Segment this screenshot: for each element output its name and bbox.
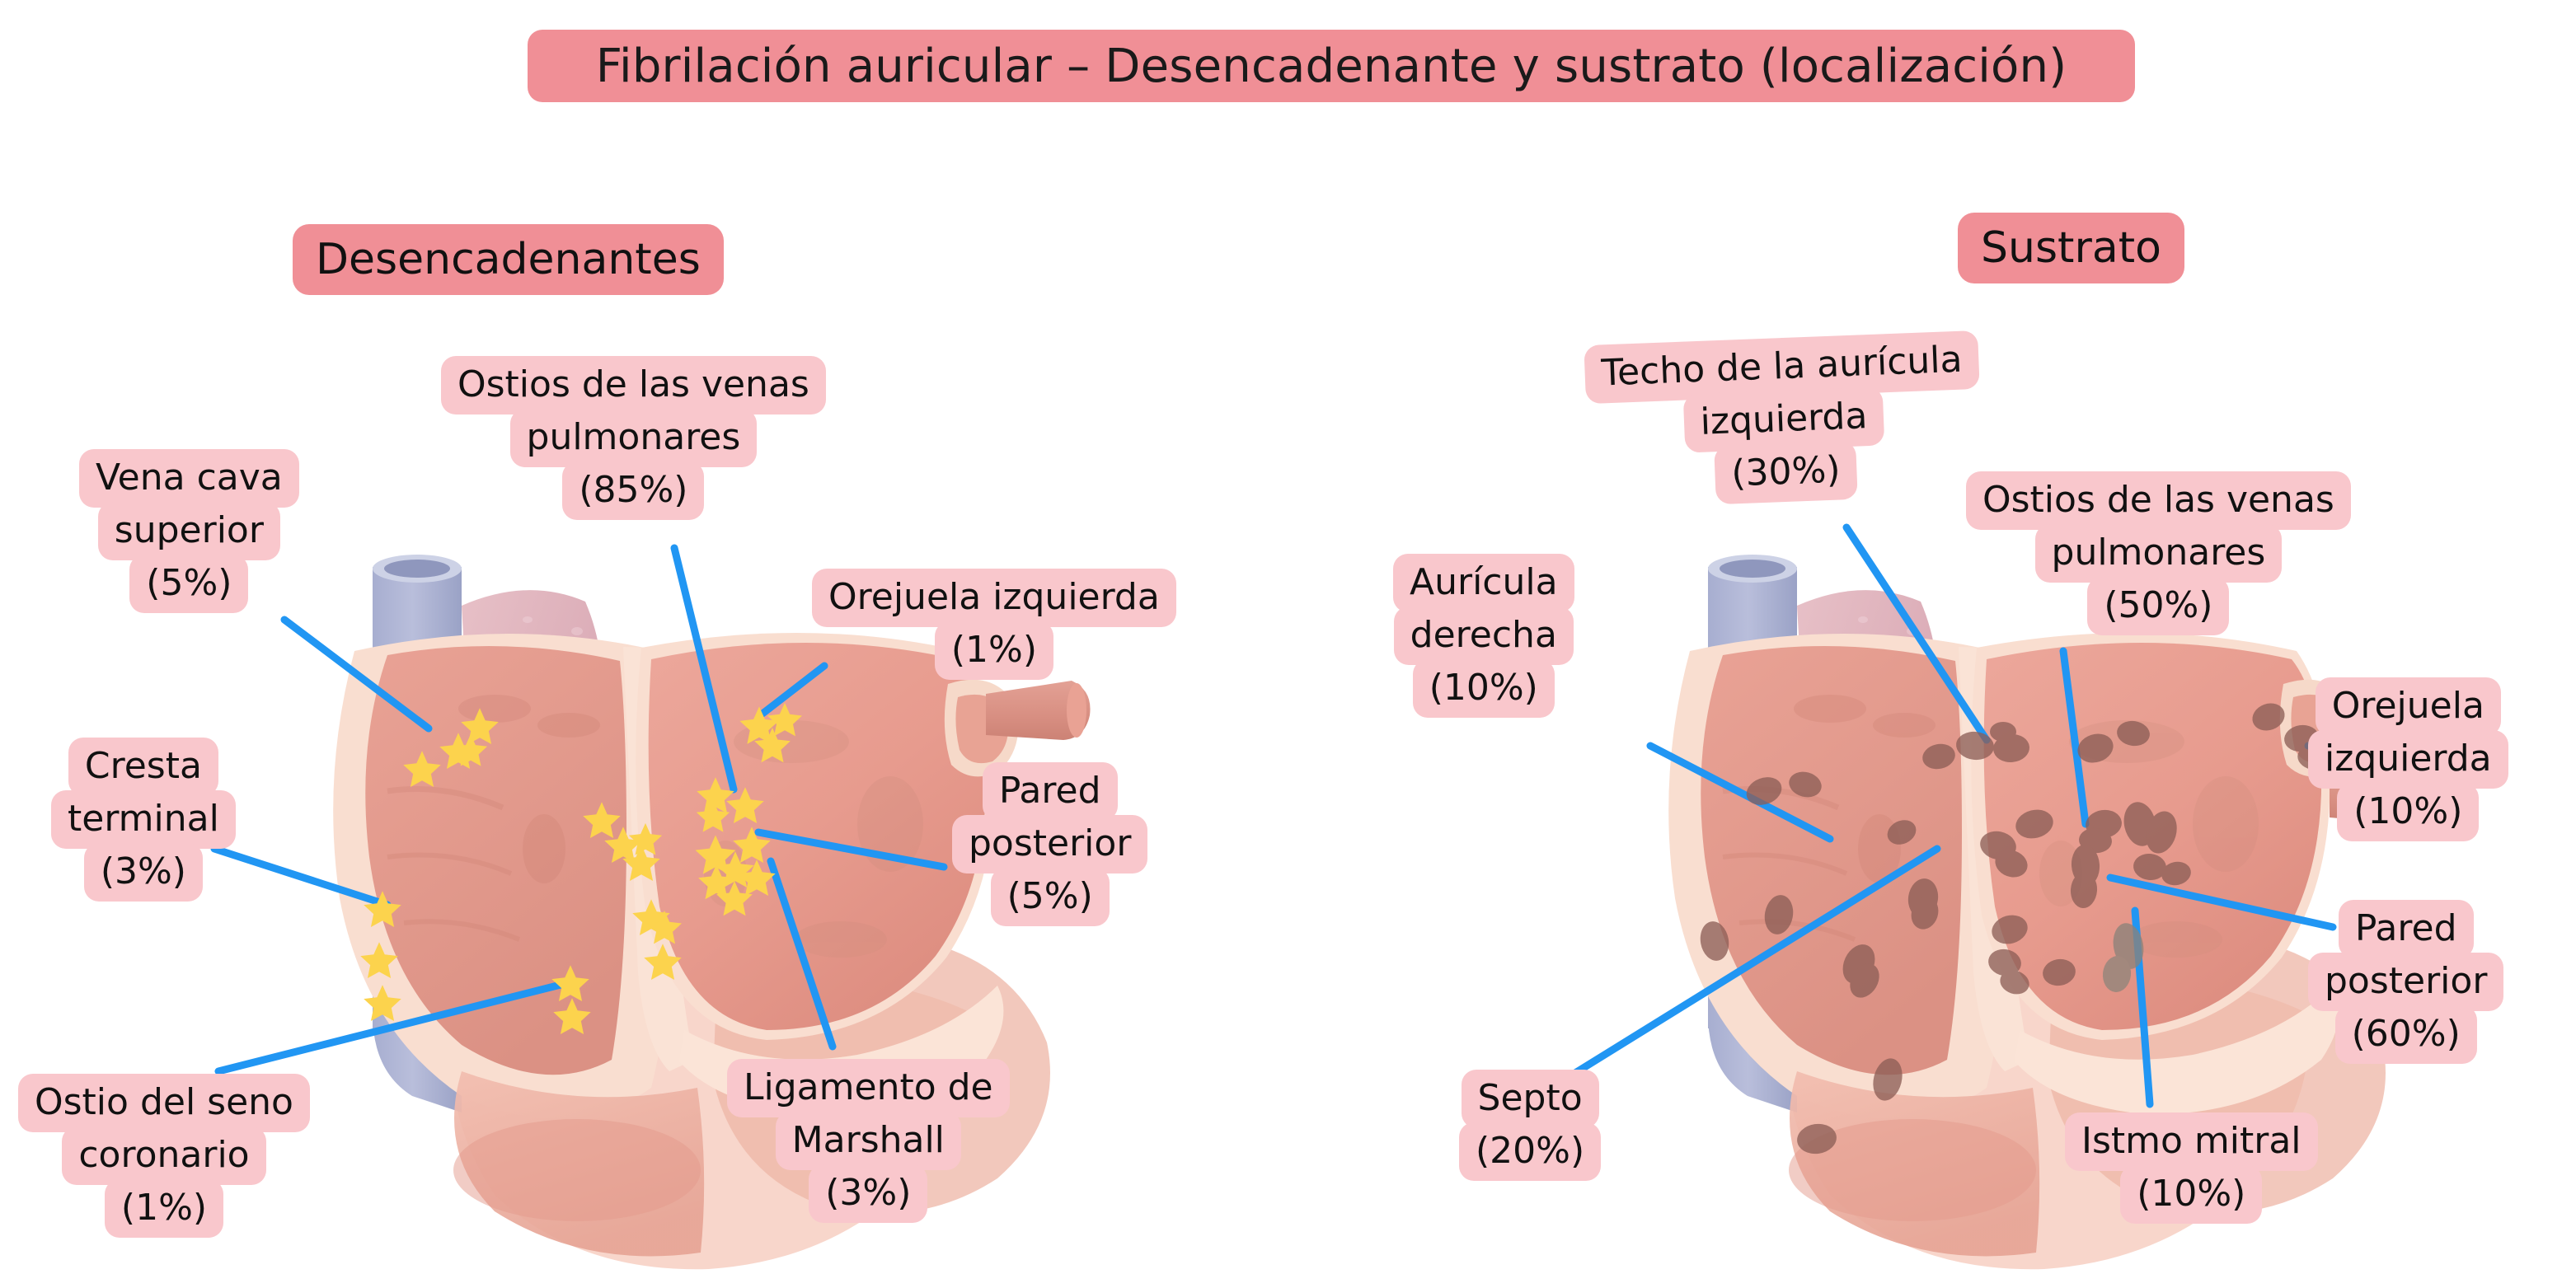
label-pared-posterior-triggers-line1: Pared	[982, 762, 1118, 821]
label-auricula-derecha-line2: derecha	[1393, 607, 1574, 665]
section-header-triggers-label: Desencadenantes	[316, 235, 701, 284]
label-pared-posterior-triggers[interactable]: Pared posterior (5%)	[952, 762, 1148, 926]
connector-techo-auricula-izquierda	[1842, 523, 1991, 744]
label-vena-cava-superior-line3: (5%)	[129, 555, 249, 613]
label-ostios-venas-pulmonares-triggers-line1: Ostios de las venas	[441, 356, 826, 415]
label-septo-line2: (20%)	[1459, 1122, 1602, 1181]
label-ligamento-de-marshall-line2: Marshall	[775, 1112, 961, 1170]
label-orejuela-izquierda-triggers[interactable]: Orejuela izquierda (1%)	[812, 569, 1176, 680]
label-auricula-derecha-line1: Aurícula	[1393, 554, 1574, 612]
label-ostio-seno-coronario-line1: Ostio del seno	[18, 1074, 310, 1132]
label-cresta-terminal-line2: terminal	[51, 790, 236, 849]
label-ostios-venas-pulmonares-substrate-line3: (50%)	[2087, 577, 2230, 635]
label-septo[interactable]: Septo (20%)	[1459, 1070, 1602, 1181]
label-pared-posterior-substrate-line1: Pared	[2338, 900, 2474, 958]
connector-pared-posterior-right	[2106, 873, 2337, 931]
label-orejuela-izquierda-substrate[interactable]: Orejuela izquierda (10%)	[2308, 677, 2508, 841]
section-header-substrate-label: Sustrato	[1981, 223, 2161, 273]
label-ostios-venas-pulmonares-triggers[interactable]: Ostios de las venas pulmonares (85%)	[441, 356, 826, 520]
label-auricula-derecha[interactable]: Aurícula derecha (10%)	[1393, 554, 1574, 718]
trigger-stars	[360, 703, 802, 1035]
label-orejuela-izquierda-triggers-line2: (1%)	[934, 621, 1053, 680]
label-ligamento-de-marshall[interactable]: Ligamento de Marshall (3%)	[727, 1059, 1010, 1223]
label-orejuela-izquierda-substrate-line2: izquierda	[2308, 730, 2508, 789]
label-ostios-venas-pulmonares-triggers-line2: pulmonares	[509, 409, 758, 467]
label-vena-cava-superior-line2: superior	[97, 502, 280, 560]
label-techo-auricula-izquierda[interactable]: Techo de la aurícula izquierda (30%)	[1584, 330, 1983, 509]
heart-right	[1668, 555, 2433, 1270]
label-cresta-terminal-line3: (3%)	[83, 843, 203, 902]
connector-ligamento-marshall	[767, 857, 837, 1051]
page-title: Fibrilación auricular – Desencadenante y…	[528, 30, 2135, 102]
connector-ostios-venas-pulmonares-right	[2059, 647, 2090, 828]
label-ostios-venas-pulmonares-substrate[interactable]: Ostios de las venas pulmonares (50%)	[1966, 471, 2351, 635]
label-vena-cava-superior-line1: Vena cava	[79, 449, 299, 508]
connector-ostio-seno-coronario	[214, 981, 565, 1075]
label-ostios-venas-pulmonares-substrate-line2: pulmonares	[2034, 524, 2283, 583]
label-pared-posterior-substrate[interactable]: Pared posterior (60%)	[2308, 900, 2504, 1064]
connector-vena-cava-superior	[280, 616, 433, 733]
substrate-patches	[1700, 703, 2329, 1155]
connector-orejuela-izquierda-left	[758, 662, 828, 718]
label-pared-posterior-triggers-line2: posterior	[952, 815, 1148, 873]
section-header-triggers: Desencadenantes	[293, 224, 724, 295]
label-orejuela-izquierda-substrate-line1: Orejuela	[2315, 677, 2501, 736]
label-orejuela-izquierda-substrate-line3: (10%)	[2337, 783, 2480, 841]
label-ostios-venas-pulmonares-substrate-line1: Ostios de las venas	[1966, 471, 2351, 530]
label-vena-cava-superior[interactable]: Vena cava superior (5%)	[79, 449, 299, 613]
label-ligamento-de-marshall-line3: (3%)	[809, 1164, 928, 1223]
label-pared-posterior-substrate-line2: posterior	[2308, 953, 2504, 1011]
connector-pared-posterior-left	[754, 828, 948, 871]
connector-ostios-venas-pulmonares-left	[670, 544, 738, 794]
label-septo-line1: Septo	[1461, 1070, 1599, 1128]
label-pared-posterior-substrate-line3: (60%)	[2334, 1005, 2477, 1064]
connector-cresta-terminal	[210, 845, 392, 909]
label-istmo-mitral[interactable]: Istmo mitral (10%)	[2065, 1112, 2318, 1224]
label-cresta-terminal[interactable]: Cresta terminal (3%)	[51, 738, 236, 902]
page-title-text: Fibrilación auricular – Desencadenante y…	[595, 39, 2067, 93]
connector-auricula-derecha	[1646, 742, 1834, 843]
label-istmo-mitral-line2: (10%)	[2120, 1165, 2263, 1224]
label-ostio-seno-coronario[interactable]: Ostio del seno coronario (1%)	[18, 1074, 310, 1238]
label-auricula-derecha-line3: (10%)	[1412, 659, 1555, 718]
label-pared-posterior-triggers-line3: (5%)	[990, 868, 1110, 926]
label-istmo-mitral-line1: Istmo mitral	[2065, 1112, 2318, 1171]
label-cresta-terminal-line1: Cresta	[68, 738, 218, 796]
label-techo-auricula-izquierda-line3: (30%)	[1714, 440, 1858, 505]
label-ostios-venas-pulmonares-triggers-line3: (85%)	[562, 461, 705, 520]
section-header-substrate: Sustrato	[1958, 213, 2184, 283]
label-ligamento-de-marshall-line1: Ligamento de	[727, 1059, 1010, 1117]
connector-septo	[1554, 845, 1941, 1088]
label-ostio-seno-coronario-line2: coronario	[62, 1126, 266, 1185]
label-ostio-seno-coronario-line3: (1%)	[104, 1179, 224, 1238]
label-orejuela-izquierda-triggers-line1: Orejuela izquierda	[812, 569, 1176, 627]
